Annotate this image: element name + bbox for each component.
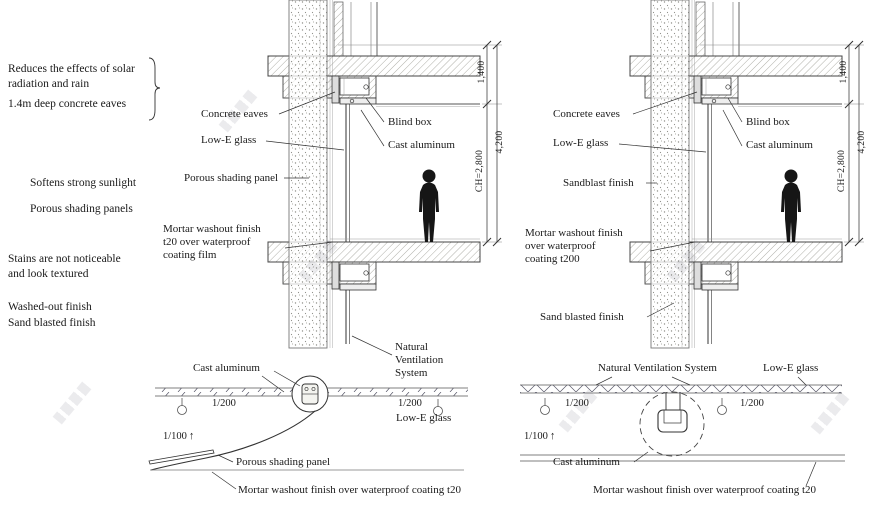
- label-concrete-eaves-right: Concrete eaves: [553, 108, 620, 120]
- label-mortar-plan-left: Mortar washout finish over waterproof co…: [238, 484, 461, 496]
- label-mortar-plan-right: Mortar washout finish over waterproof co…: [593, 484, 816, 496]
- scale-1-100-right: 1/100↑: [524, 430, 556, 442]
- scale-1-200-right-b: 1/200: [740, 398, 764, 409]
- label-sand-blasted-finish: Sand blasted finish: [540, 311, 624, 323]
- label-blind-box-left: Blind box: [388, 116, 432, 128]
- left-section-leader-lines: [265, 91, 393, 356]
- annotation-sand-blasted-finish: Sand blasted finish: [8, 317, 96, 329]
- label-concrete-eaves-left: Concrete eaves: [201, 108, 268, 120]
- scale-1-100-left: 1/100↑: [163, 430, 195, 442]
- dim-ch2800-left: CH=2,800: [475, 149, 485, 193]
- annotation-deep-eaves: 1.4m deep concrete eaves: [8, 98, 127, 110]
- label-cast-aluminum-plan-right: Cast aluminum: [553, 456, 620, 468]
- label-mortar-finish-left: Mortar washout finish t20 over waterproo…: [163, 223, 261, 261]
- label-sandblast-finish: Sandblast finish: [563, 177, 634, 189]
- annotation-stains: Stains are not noticeable and look textu…: [8, 253, 121, 280]
- annotation-porous-panels: Porous shading panels: [30, 203, 133, 215]
- label-porous-shading-panel-plan: Porous shading panel: [236, 456, 331, 468]
- label-natural-ventilation-left: Natural Ventilation System: [395, 341, 444, 379]
- annotation-brace: [148, 57, 161, 121]
- up-arrow-icon: ↑: [549, 430, 556, 442]
- label-low-e-glass-plan-right: Low-E glass: [763, 362, 819, 374]
- dim-1400-right: 1,400: [839, 60, 849, 84]
- dim-ch2800-right: CH=2,800: [837, 149, 847, 193]
- label-cast-aluminum-right: Cast aluminum: [746, 139, 813, 151]
- annotation-washed-out-finish: Washed-out finish: [8, 301, 92, 313]
- right-plan-drawing: [520, 376, 845, 487]
- up-arrow-icon: ↑: [188, 430, 195, 442]
- scale-1-200-right-a: 1/200: [565, 398, 589, 409]
- wall-section-drawing: [267, 0, 502, 349]
- wall-section-drawing-right: [629, 0, 865, 349]
- left-plan-drawing: [148, 370, 468, 490]
- label-porous-shading-panel: Porous shading panel: [184, 172, 279, 184]
- scale-1-200-left-b: 1/200: [398, 398, 422, 409]
- label-cast-aluminum-plan-left: Cast aluminum: [193, 362, 260, 374]
- label-mortar-finish-right: Mortar washout finish over waterproof co…: [525, 227, 623, 265]
- annotation-softens-sunlight: Softens strong sunlight: [30, 177, 137, 189]
- scale-1-200-left-a: 1/200: [212, 398, 236, 409]
- annotation-solar-radiation: Reduces the effects of solar radiation a…: [8, 63, 135, 90]
- label-low-e-glass-left: Low-E glass: [201, 134, 257, 146]
- dim-1400-left: 1,400: [477, 60, 487, 84]
- label-natural-ventilation-right: Natural Ventilation System: [598, 362, 717, 374]
- label-low-e-glass-plan-left: Low-E glass: [396, 412, 452, 424]
- dim-4200-left: 4,200: [495, 130, 505, 154]
- label-cast-aluminum-left: Cast aluminum: [388, 139, 455, 151]
- dim-4200-right: 4,200: [857, 130, 867, 154]
- label-low-e-glass-right: Low-E glass: [553, 137, 609, 149]
- label-blind-box-right: Blind box: [746, 116, 790, 128]
- right-section-leader-lines: [618, 91, 743, 318]
